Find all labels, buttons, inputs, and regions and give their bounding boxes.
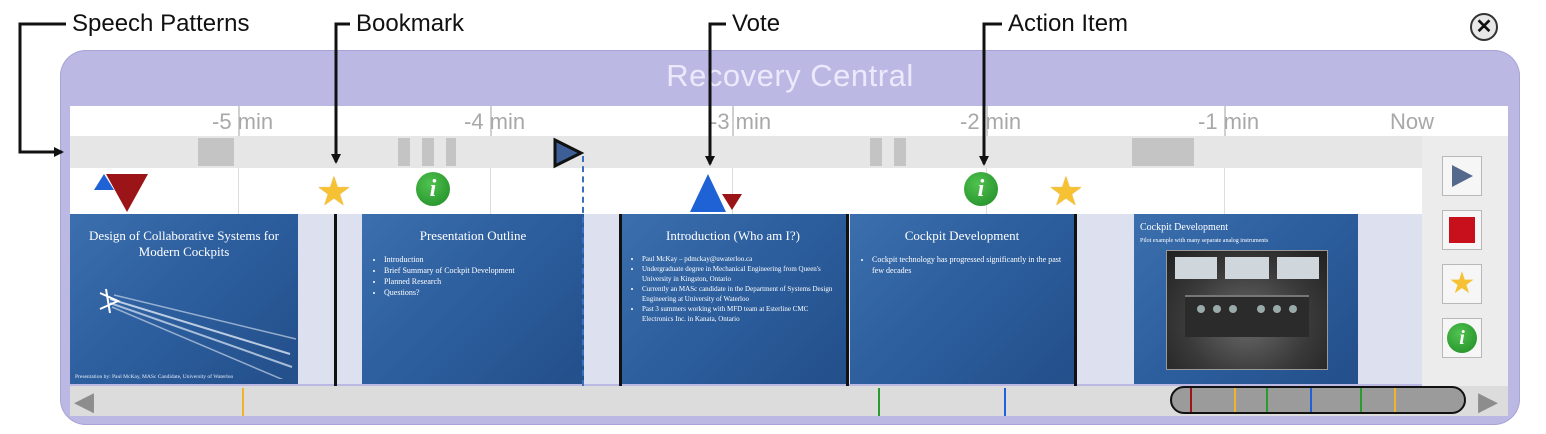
slide-title: Cockpit Development: [1140, 222, 1229, 233]
speech-patterns-track: [70, 136, 1422, 168]
bookmark-star-icon[interactable]: ★: [316, 170, 352, 214]
callout-action-item: Action Item: [1008, 10, 1129, 37]
tick-line: [732, 106, 734, 136]
playhead-icon[interactable]: [552, 137, 586, 169]
current-position-line: [582, 156, 584, 386]
slide-bullet: Undergraduate degree in Mechanical Engin…: [642, 264, 838, 284]
slide-bullet: Brief Summary of Cockpit Development: [384, 265, 576, 276]
slide-bullet: Questions?: [384, 287, 576, 298]
grid-line: [490, 168, 491, 214]
slide-title: Presentation Outline: [419, 228, 527, 243]
tick-label-4: -4 min: [464, 109, 526, 134]
slide-thumbnail[interactable]: Cockpit Development Cockpit technology h…: [850, 214, 1074, 384]
speech-segment: [1132, 138, 1194, 166]
bookmark-tick: [1394, 388, 1396, 412]
tick-label-2: -2 min: [960, 109, 1022, 134]
slide-change-line: [1074, 214, 1077, 386]
action-item-tick: [1360, 388, 1362, 412]
action-item-info-icon[interactable]: i: [416, 172, 450, 206]
slide-thumbnail[interactable]: Introduction (Who am I?) Paul McKay – pd…: [620, 214, 846, 384]
callout-speech-patterns: Speech Patterns: [72, 10, 250, 37]
speech-segment: [422, 138, 434, 166]
callout-vote: Vote: [732, 10, 781, 37]
timeline-viewport-thumb[interactable]: [1170, 386, 1466, 414]
add-action-item-button[interactable]: i: [1442, 318, 1482, 358]
slide-change-line: [846, 214, 849, 386]
window-title: Recovery Central: [666, 58, 914, 93]
info-icon: i: [1447, 323, 1477, 353]
action-item-tick: [1266, 388, 1268, 412]
tool-panel: ★ i: [1422, 136, 1508, 386]
slide-title: Introduction (Who am I?): [666, 228, 800, 243]
slide-thumbnail[interactable]: Presentation Outline Introduction Brief …: [362, 214, 584, 384]
tick-label-now: Now: [1390, 109, 1435, 134]
timeline-scrollbar[interactable]: ◀ ▶: [70, 386, 1508, 416]
slide-title: Design of Collaborative Systems for Mode…: [89, 228, 279, 259]
speech-segment: [446, 138, 456, 166]
slide-bullet: Planned Research: [384, 276, 576, 287]
tick-label-1: -1 min: [1198, 109, 1260, 134]
speech-segment: [198, 138, 234, 166]
tick-line: [238, 106, 240, 136]
speech-segment: [870, 138, 882, 166]
cockpit-photo: [1166, 250, 1328, 370]
speech-segment: [398, 138, 410, 166]
vote-tick: [1310, 388, 1312, 412]
slide-bullet: Cockpit technology has progressed signif…: [872, 254, 1066, 276]
grid-line: [238, 168, 239, 214]
grid-line: [1224, 168, 1225, 214]
tick-label-5: -5 min: [212, 109, 274, 134]
marker-track: [70, 168, 1422, 214]
slide-change-line: [619, 214, 622, 386]
play-icon: [1452, 165, 1473, 187]
bookmark-tick: [1234, 388, 1236, 412]
slide-thumbnail[interactable]: Cockpit Development Pilot example with m…: [1134, 214, 1358, 384]
slide-subtitle: Pilot example with many separate analog …: [1140, 238, 1269, 244]
contrail-graphic: [99, 288, 297, 379]
vote-tick: [1190, 388, 1192, 412]
action-item-tick: [878, 388, 880, 416]
scroll-left-icon[interactable]: ◀: [74, 386, 94, 416]
slide-thumbnail-track: Design of Collaborative Systems for Mode…: [70, 214, 1422, 384]
bookmark-star-icon[interactable]: ★: [1048, 170, 1084, 214]
vote-marker-icon[interactable]: [688, 170, 748, 214]
bookmark-tick: [242, 388, 244, 416]
bookmark-line: [334, 214, 337, 386]
stop-icon: [1449, 217, 1475, 243]
callout-bookmark: Bookmark: [356, 10, 465, 37]
play-button[interactable]: [1442, 156, 1482, 196]
tick-line: [490, 106, 492, 136]
stop-button[interactable]: [1442, 210, 1482, 250]
slide-bullet: Introduction: [384, 254, 576, 265]
slide-title: Cockpit Development: [904, 228, 1020, 243]
slide-bullet: Paul McKay – pdmckay@uwaterloo.ca: [642, 254, 838, 264]
scroll-right-icon[interactable]: ▶: [1478, 386, 1498, 416]
action-item-info-icon[interactable]: i: [964, 172, 998, 206]
speech-segment: [894, 138, 906, 166]
slide-bullet: Currently an MASc candidate in the Depar…: [642, 284, 838, 304]
vote-marker-icon[interactable]: [90, 170, 152, 214]
tick-line: [1224, 106, 1226, 136]
close-button[interactable]: ✕: [1470, 13, 1498, 41]
tick-label-3: -3 min: [710, 109, 772, 134]
grid-line: [732, 168, 733, 214]
slide-bullet: Past 3 summers working with MFD team at …: [642, 304, 838, 324]
slide-thumbnail[interactable]: Design of Collaborative Systems for Mode…: [70, 214, 298, 384]
vote-tick: [1004, 388, 1006, 416]
time-ruler: -5 min -4 min -3 min -2 min -1 min Now: [70, 106, 1508, 136]
slide-footer: Presentation by: Paul McKay, MASc Candid…: [75, 374, 234, 380]
add-bookmark-button[interactable]: ★: [1442, 264, 1482, 304]
star-icon: ★: [1448, 267, 1476, 300]
close-icon: ✕: [1475, 16, 1493, 38]
